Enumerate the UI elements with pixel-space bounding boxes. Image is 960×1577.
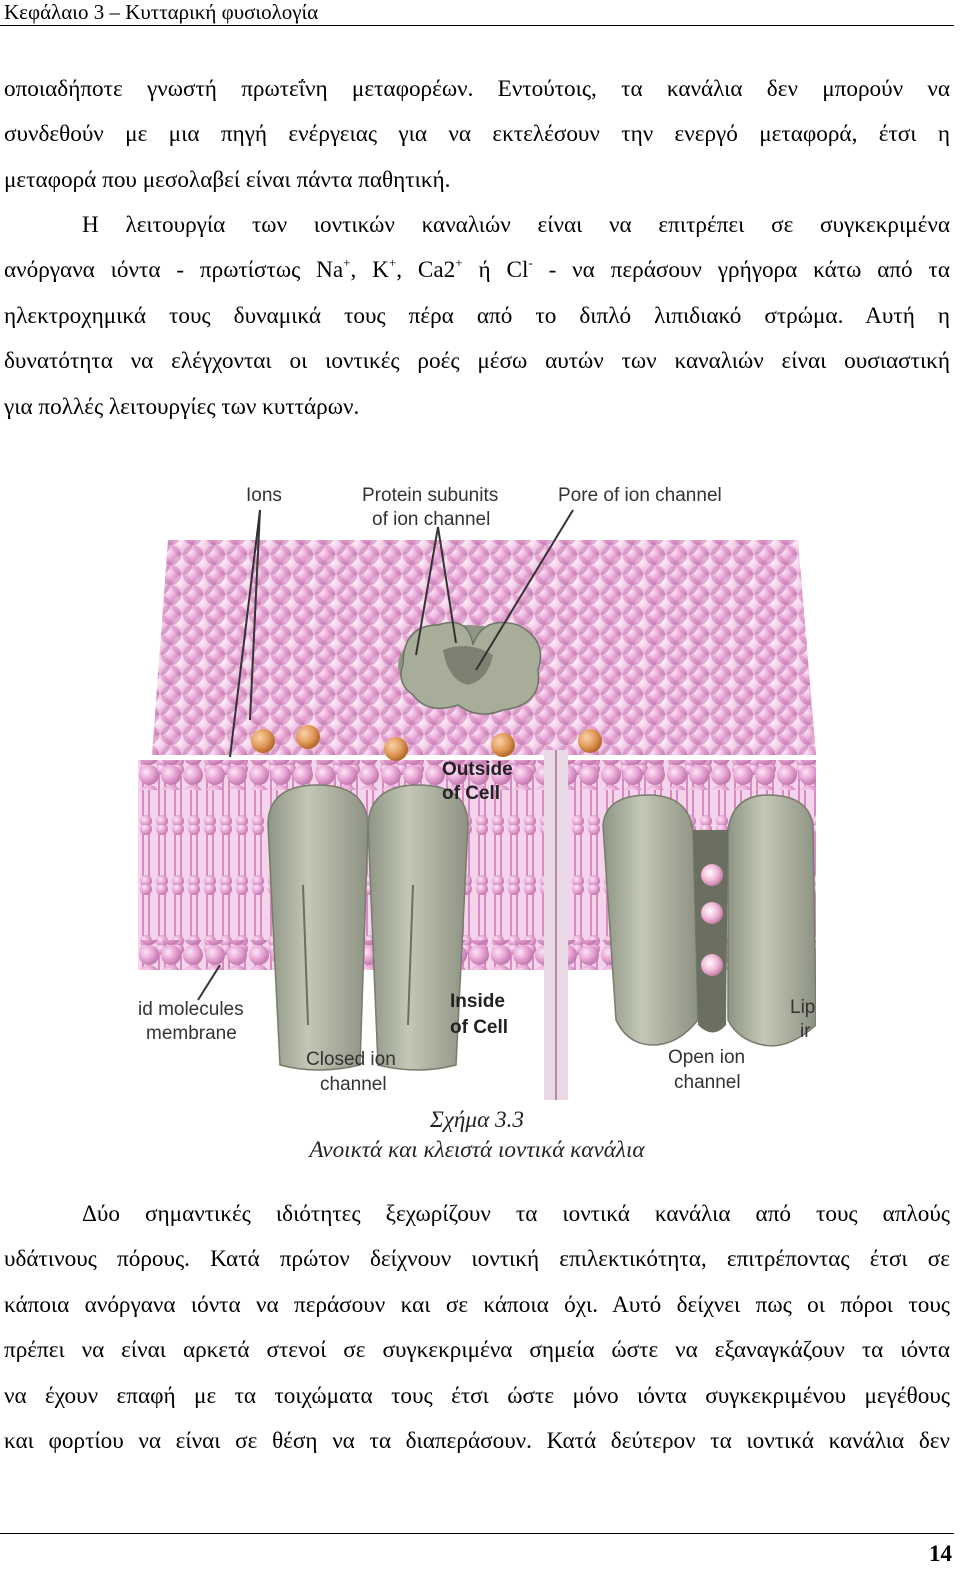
paragraph-3-line1-text: Δύο σημαντικές ιδιότητες ξεχωρίζουν τα ι…: [82, 1201, 950, 1227]
paragraph-2-line1-text: Η λειτουργία των ιοντικών καναλιών είναι…: [82, 212, 950, 238]
paragraph-2-line: Η λειτουργία των ιοντικών καναλιών είναι…: [4, 203, 950, 248]
paragraph-3: Δύο σημαντικές ιδιότητες ξεχωρίζουν τα ι…: [4, 1192, 950, 1464]
ion-sphere: [251, 729, 275, 753]
charge-superscript: -: [528, 254, 533, 270]
ions-group: [251, 725, 602, 761]
label-inside: Inside: [450, 991, 505, 1012]
label-open-channel-2: channel: [674, 1072, 741, 1093]
label-outside: Outside: [442, 759, 513, 780]
label-outside-2: of Cell: [442, 783, 500, 804]
label-closed-channel: Closed ion: [306, 1049, 396, 1070]
channel-column: [544, 750, 568, 1100]
pore-ion: [701, 954, 723, 976]
label-lipid-right-2: ir: [800, 1021, 811, 1042]
closed-channel-protein: [267, 784, 469, 1071]
label-closed-channel-2: channel: [320, 1074, 387, 1095]
label-pore: Pore of ion channel: [558, 485, 722, 506]
paragraph-1-line: οποιαδήποτε γνωστή πρωτεΐνη μεταφορέων. …: [4, 76, 950, 102]
ion-channel-illustration: Ions Protein subunits of ion channel Por…: [138, 485, 816, 1100]
label-open-channel: Open ion: [668, 1047, 745, 1068]
charge-superscript: +: [388, 254, 397, 270]
paragraph-3-line: υδάτινους πόρους. Κατά πρώτον δείχνουν ι…: [4, 1246, 950, 1273]
paragraph-2-line: δυνατότητα να ελέγχονται οι ιοντικές ροέ…: [4, 348, 950, 375]
paragraph-3-line: πρέπει να είναι αρκετά στενοί σε συγκεκρ…: [4, 1337, 950, 1364]
ion-sphere: [296, 725, 320, 749]
header-rule: [0, 25, 954, 26]
ion-channel-figure: Ions Protein subunits of ion channel Por…: [138, 465, 816, 1105]
ion-text: ή Cl: [462, 257, 529, 284]
pore-ion: [701, 864, 723, 886]
label-pointers: [197, 509, 574, 1001]
paragraph-1-line: μεταφορά που μεσολαβεί είναι πάντα παθητ…: [4, 166, 451, 193]
charge-superscript: +: [343, 254, 351, 270]
ion-sphere: [578, 729, 602, 753]
paragraph-2: Η λειτουργία των ιοντικών καναλιών είναι…: [4, 203, 950, 430]
charge-superscript: +: [455, 254, 463, 270]
open-channel-protein: [602, 794, 816, 1047]
figure-number: Σχήμα 3.3: [429, 1107, 525, 1133]
label-ions: Ions: [246, 485, 282, 506]
paragraph-2-line: για πολλές λειτουργίες των κυττάρων.: [4, 393, 360, 420]
paragraph-1: οποιαδήποτε γνωστή πρωτεΐνη μεταφορέων. …: [4, 67, 950, 203]
label-protein-subunits: Protein subunits: [362, 485, 498, 506]
footer-rule: [0, 1533, 954, 1534]
ion-text: , Ca2: [396, 257, 456, 284]
paragraph-3-line: να έχουν επαφή με τα τοιχώματα τους έτσι…: [4, 1382, 950, 1409]
ion-text: , K: [350, 257, 389, 284]
figure-caption: Ανοικτά και κλειστά ιοντικά κανάλια: [309, 1137, 645, 1163]
page-number: 14: [929, 1541, 952, 1566]
label-lipid-right: Lip: [790, 997, 815, 1018]
label-lipid-2: membrane: [146, 1023, 237, 1044]
running-header: Κεφάλαιο 3 – Κυτταρική φυσιολογία: [4, 0, 319, 24]
label-protein-subunits-2: of ion channel: [372, 509, 490, 530]
ion-sphere: [491, 733, 515, 757]
paragraph-2-line: ανόργανα ιόντα - πρωτίστως Na+, K+, Ca2+…: [4, 248, 950, 293]
label-lipid: id molecules: [138, 999, 244, 1020]
surface-channel-protein: [398, 621, 542, 715]
paragraph-3-line: Δύο σημαντικές ιδιότητες ξεχωρίζουν τα ι…: [4, 1192, 950, 1237]
pore-ion: [701, 902, 723, 924]
paragraph-3-line: κάποια ανόργανα ιόντα να περάσουν και σε…: [4, 1291, 950, 1318]
ion-sphere: [384, 737, 408, 761]
ion-text: ανόργανα ιόντα - πρωτίστως Na: [4, 257, 344, 284]
paragraph-3-line: και φορτίου να είναι σε θέση να τα διαπε…: [4, 1428, 950, 1455]
paragraph-2-line: ηλεκτροχημικά τους δυναμικά τους πέρα απ…: [4, 302, 950, 329]
label-inside-2: of Cell: [450, 1017, 508, 1038]
ion-text: - να περάσουν γρήγορα κάτω από τα: [532, 257, 950, 284]
paragraph-1-line: συνδεθούν με μια πηγή ενέργειας για να ε…: [4, 121, 950, 148]
